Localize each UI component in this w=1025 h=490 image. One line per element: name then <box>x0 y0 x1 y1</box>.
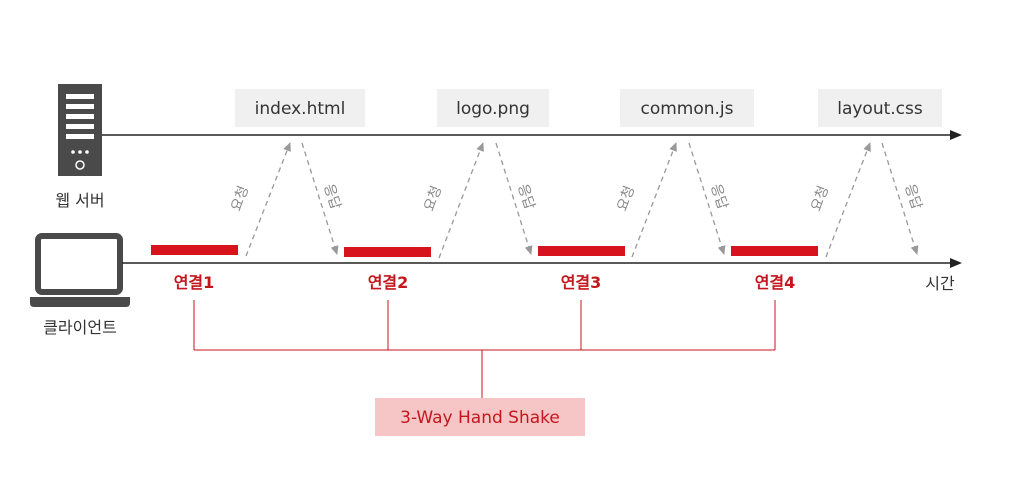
request-arrow-2 <box>438 142 484 259</box>
connection-label-3: 연결3 <box>561 273 602 292</box>
response-label-1: 응답 <box>320 182 343 212</box>
response-label-4: 응답 <box>901 182 924 212</box>
client-label: 클라이언트 <box>43 318 117 337</box>
request-label-2: 요청 <box>421 184 445 214</box>
resource-label: logo.png <box>456 99 530 119</box>
response-arrow-3 <box>688 142 726 255</box>
handshake-label: 3-Way Hand Shake <box>400 408 560 428</box>
resource-label: layout.css <box>837 99 923 119</box>
resource-label: common.js <box>640 99 733 119</box>
request-label-1: 요청 <box>228 184 252 214</box>
response-arrow-1 <box>301 142 339 255</box>
resource-label: index.html <box>255 99 346 119</box>
handshake-box: 3-Way Hand Shake <box>375 398 585 436</box>
resource-box-4: layout.css <box>818 89 942 127</box>
response-arrow-2 <box>495 142 533 255</box>
request-arrow-1 <box>245 142 291 257</box>
resource-box-3: common.js <box>620 89 754 127</box>
connection-label-4: 연결4 <box>755 273 796 292</box>
server-label: 웹 서버 <box>55 191 104 210</box>
response-label-2: 응답 <box>514 182 537 212</box>
handshake-bracket <box>193 300 776 398</box>
request-arrow-4 <box>825 142 871 258</box>
laptop-icon <box>30 233 130 307</box>
request-arrow-3 <box>631 142 677 258</box>
request-label-3: 요청 <box>614 184 638 214</box>
connection-bar-4 <box>731 246 818 256</box>
time-label: 시간 <box>925 274 955 293</box>
request-arrows <box>245 142 871 259</box>
connection-bar-3 <box>538 246 625 256</box>
response-label-3: 응답 <box>707 182 730 212</box>
response-arrows <box>301 142 919 255</box>
response-arrow-4 <box>881 142 919 255</box>
connection-bar-1 <box>151 245 238 255</box>
request-label-4: 요청 <box>808 184 832 214</box>
connection-label-1: 연결1 <box>174 273 215 292</box>
connection-label-2: 연결2 <box>368 273 409 292</box>
connection-bar-2 <box>344 247 431 257</box>
server-icon <box>58 84 102 176</box>
resource-box-2: logo.png <box>437 89 549 127</box>
resource-box-1: index.html <box>235 89 365 127</box>
